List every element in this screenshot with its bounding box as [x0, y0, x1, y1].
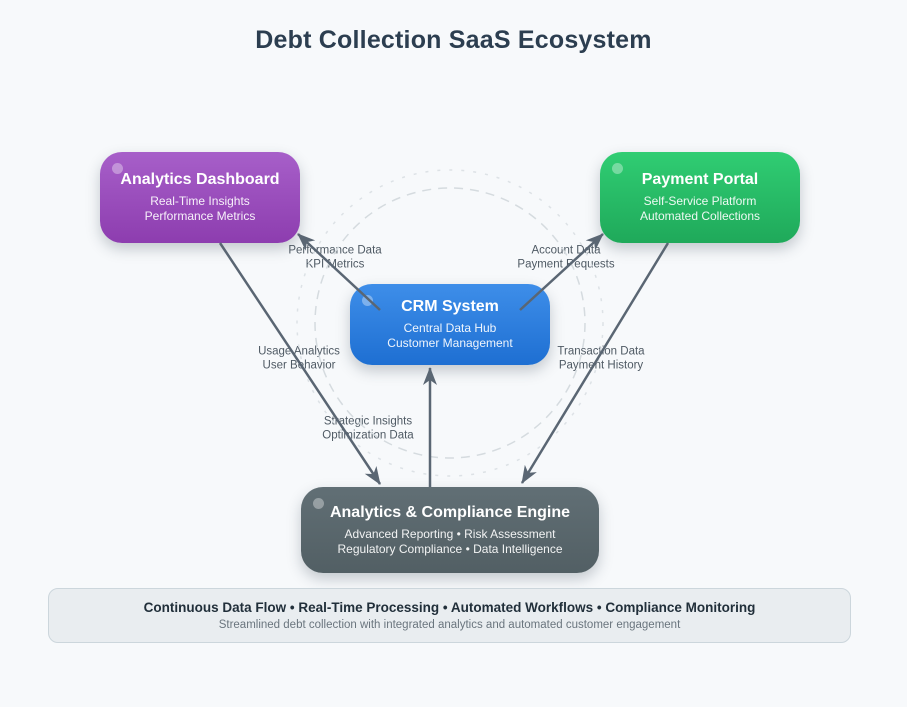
edge-label-line: Strategic Insights	[323, 415, 413, 428]
accent-dot-icon	[612, 163, 623, 174]
accent-dot-icon	[313, 498, 324, 509]
edge-label-line: Payment History	[558, 359, 644, 371]
edge-label-transaction-data: Transaction Data Payment History	[557, 345, 644, 372]
node-subtitle: Regulatory Compliance • Data Intelligenc…	[337, 541, 563, 556]
page-title: Debt Collection SaaS Ecosystem	[255, 26, 652, 54]
node-title: Analytics Dashboard	[120, 171, 280, 188]
accent-dot-icon	[112, 163, 123, 174]
edge-label-strategic-insights: Strategic Insights Optimization Data	[322, 415, 413, 442]
footer-subtitle: Streamlined debt collection with integra…	[218, 619, 681, 631]
node-subtitle: Advanced Reporting • Risk Assessment	[344, 526, 556, 541]
edge-label-line: User Behavior	[262, 359, 336, 371]
edge-label-performance-data: Performance Data KPI Metrics	[288, 244, 381, 271]
node-analytics-compliance-engine: Analytics & Compliance Engine Advanced R…	[301, 487, 599, 573]
node-crm-system: CRM System Central Data Hub Customer Man…	[350, 284, 550, 365]
edge-label-account-data: Account Data Payment Requests	[517, 244, 614, 271]
edge-label-line: KPI Metrics	[305, 258, 365, 270]
footer-title: Continuous Data Flow • Real-Time Process…	[143, 600, 756, 615]
node-title: CRM System	[401, 298, 499, 315]
node-payment-portal: Payment Portal Self-Service Platform Aut…	[600, 152, 800, 243]
footer-banner: Continuous Data Flow • Real-Time Process…	[48, 588, 851, 643]
node-subtitle: Performance Metrics	[144, 209, 256, 223]
accent-dot-icon	[362, 295, 373, 306]
node-title: Analytics & Compliance Engine	[329, 503, 571, 521]
edge-label-line: Transaction Data	[557, 345, 645, 358]
node-analytics-dashboard: Analytics Dashboard Real-Time Insights P…	[100, 152, 300, 243]
node-subtitle: Customer Management	[387, 336, 513, 350]
node-subtitle: Automated Collections	[639, 209, 761, 223]
edge-label-line: Performance Data	[288, 244, 382, 257]
edge-label-line: Optimization Data	[322, 429, 414, 441]
node-title: Payment Portal	[641, 171, 759, 188]
edge-label-line: Payment Requests	[517, 258, 615, 270]
node-subtitle: Central Data Hub	[403, 321, 497, 335]
edge-label-usage-analytics: Usage Analytics User Behavior	[258, 345, 340, 372]
edge-label-line: Account Data	[531, 244, 601, 257]
node-subtitle: Self-Service Platform	[643, 194, 757, 208]
node-subtitle: Real-Time Insights	[150, 194, 250, 208]
edge-label-line: Usage Analytics	[258, 345, 340, 358]
